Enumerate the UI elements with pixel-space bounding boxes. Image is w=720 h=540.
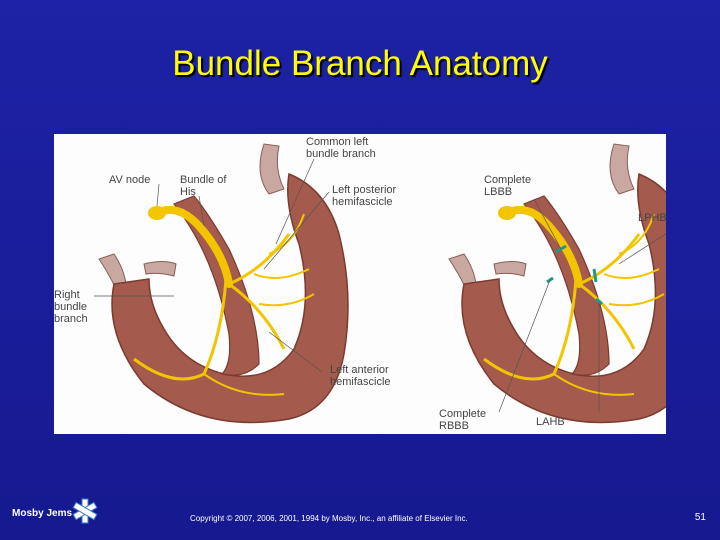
lahb-block-marker: [595, 297, 603, 306]
label-complete-rbbb: Complete RBBB: [439, 408, 487, 432]
left-heart: [94, 143, 349, 424]
copyright-text: Copyright © 2007, 2006, 2001, 1994 by Mo…: [190, 514, 468, 523]
label-lphb: LPHB: [638, 212, 667, 224]
label-common-left-bundle-branch: Common left bundle branch: [306, 136, 376, 160]
label-left-posterior-hemifascicle: Left posterior hemifascicle: [332, 184, 397, 208]
star-of-life-icon: [72, 498, 98, 524]
label-complete-lbbb: Complete LBBB: [484, 174, 532, 198]
label-right-bundle-branch: Right bundle branch: [54, 289, 88, 325]
label-bundle-of-his: Bundle of His: [180, 174, 227, 198]
anatomy-figure: AV node Bundle of His Common left bundle…: [54, 134, 667, 434]
slide-title: Bundle Branch Anatomy: [172, 44, 548, 83]
heart-illustration: [94, 143, 666, 424]
page-number: 51: [694, 512, 706, 523]
label-left-anterior-hemifascicle: Left anterior hemifascicle: [330, 364, 391, 388]
right-heart: [448, 143, 666, 424]
label-lahb: LAHB: [536, 416, 565, 428]
label-av-node: AV node: [109, 174, 151, 186]
publisher-logo: Mosby Jems: [12, 496, 102, 530]
logo-text: Mosby Jems: [12, 508, 73, 519]
lphb-block-marker: [592, 268, 598, 283]
